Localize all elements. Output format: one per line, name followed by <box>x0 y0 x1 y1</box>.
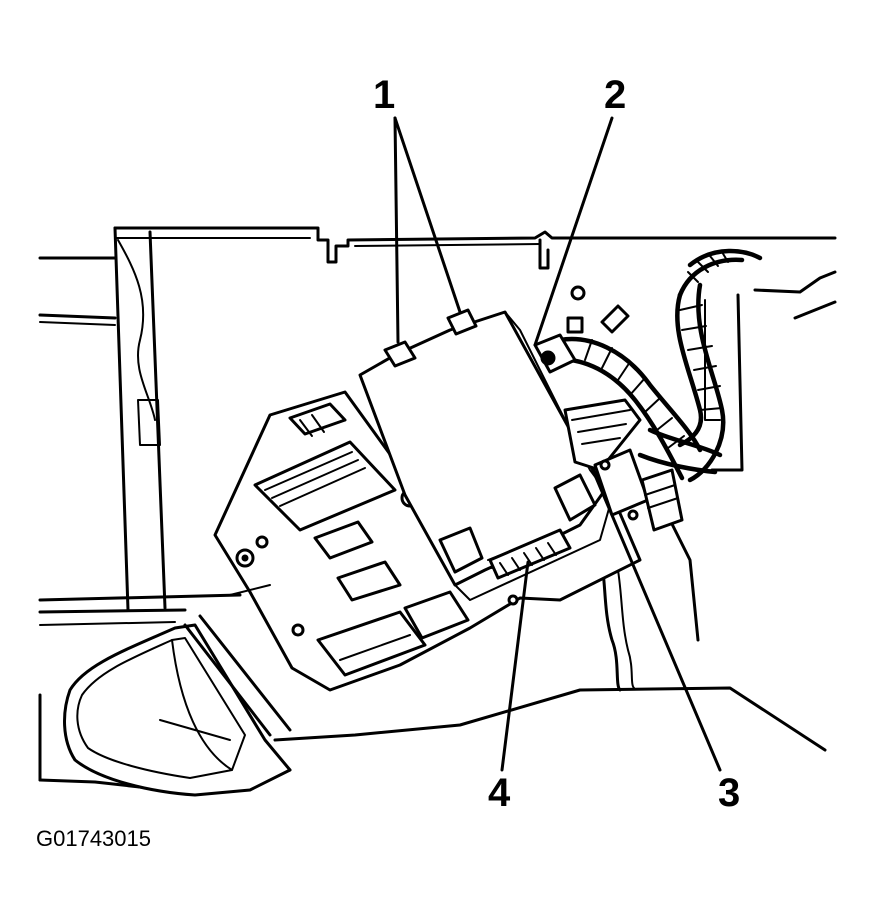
wiring-harness <box>545 248 763 483</box>
callout-4: 4 <box>488 771 511 815</box>
electronic-control-module <box>358 308 684 601</box>
figure-code: G01743015 <box>36 826 151 851</box>
callout-1: 1 <box>373 73 395 117</box>
callout-3: 3 <box>718 771 740 815</box>
callout-2: 2 <box>604 73 626 117</box>
instrument-panel-structure <box>38 226 837 794</box>
air-duct <box>63 584 292 797</box>
leader-lines <box>393 116 722 772</box>
